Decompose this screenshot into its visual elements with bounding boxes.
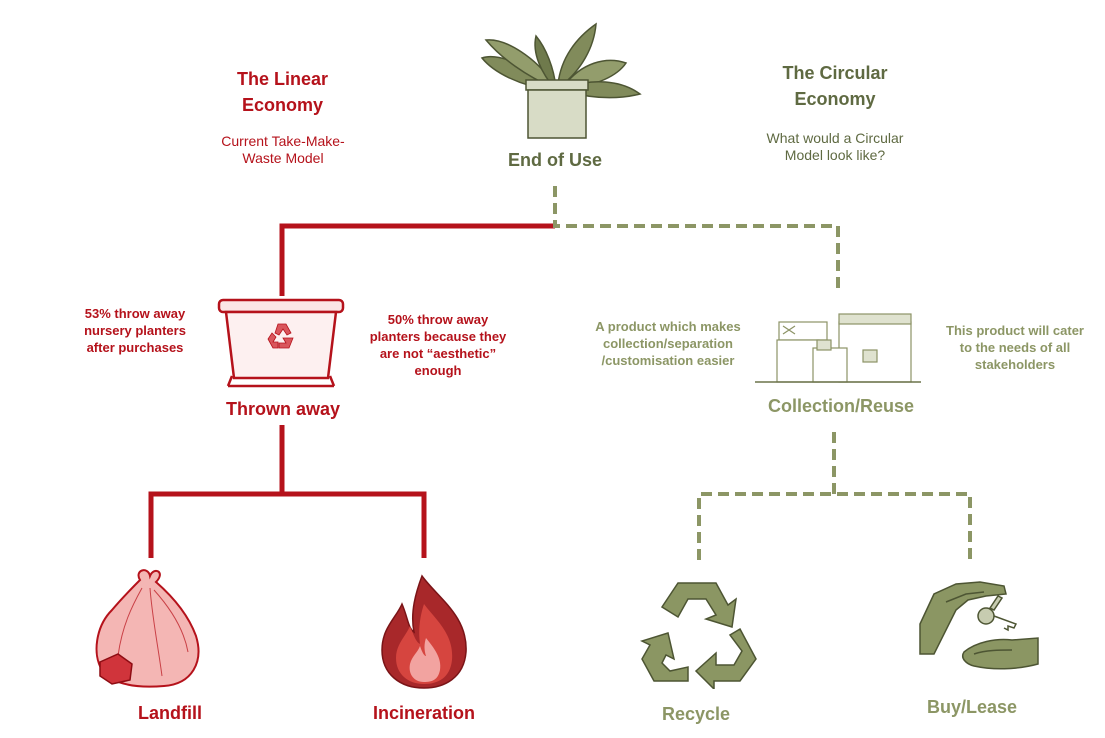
buy-lease-label: Buy/Lease [926,697,1018,717]
boxes-icon [755,313,921,383]
circular-economy-title: The Circular Economy [782,63,888,109]
landfill-label: Landfill [138,703,202,723]
nursery-planters-stat: 53% throw away nursery planters after pu… [84,306,186,355]
trash-bin-icon [217,298,345,388]
hand-key-icon [919,581,1039,670]
linear-economy-subtitle: Current Take-Make-Waste Model [221,133,345,166]
collection-benefit-note: A product which makes collection/separat… [595,319,741,368]
circular-connectors [553,186,972,560]
linear-connectors [148,223,555,558]
stakeholders-note: This product will cater to the needs of … [946,323,1084,372]
end-of-use-label: End of Use [507,150,602,170]
recycle-icon [640,582,757,689]
circular-economy-subtitle: What would a Circular Model look like? [766,130,904,163]
plant-pot-icon [480,22,642,139]
collection-reuse-label: Collection/Reuse [767,396,915,416]
garbage-bag-icon [95,569,200,688]
aesthetic-stat: 50% throw away planters because they are… [369,312,507,378]
incineration-label: Incineration [372,703,475,723]
fire-icon [381,574,467,689]
thrown-away-label: Thrown away [225,399,341,419]
recycle-label: Recycle [661,704,731,724]
linear-economy-title: The Linear Economy [236,69,329,115]
